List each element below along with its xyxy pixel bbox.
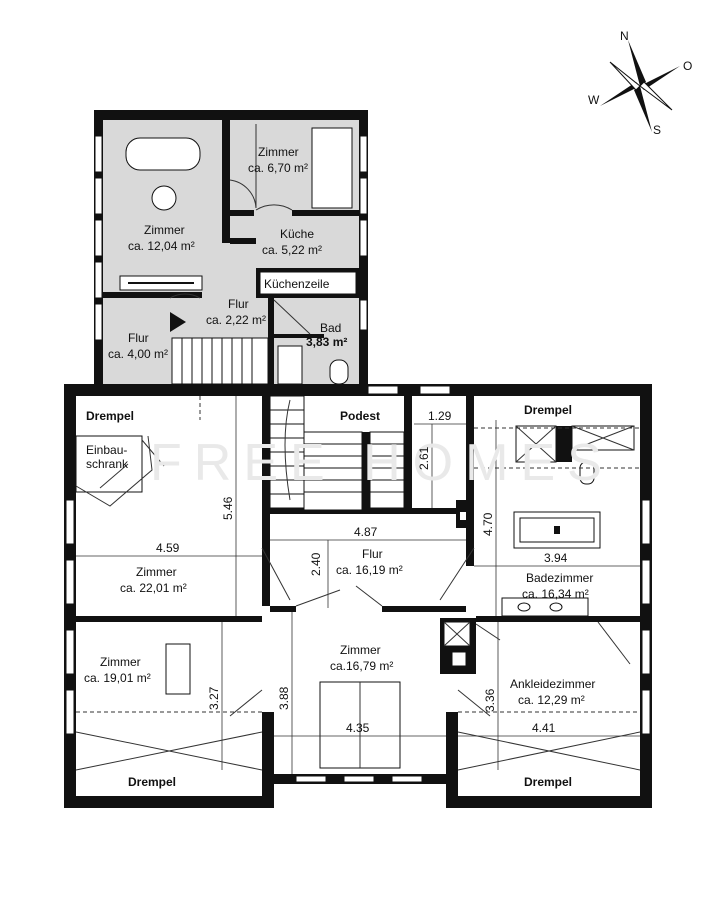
- dim-546: 5.46: [221, 496, 235, 520]
- label-zimmer-1901: Zimmer: [100, 655, 141, 669]
- label-ankleidezimmer-area: ca. 12,29 m²: [518, 693, 585, 707]
- compass-s: S: [653, 123, 661, 137]
- label-zimmer-1901-area: ca. 19,01 m²: [84, 671, 151, 685]
- label-drempel-bl: Drempel: [128, 775, 176, 789]
- dim-441: 4.41: [532, 721, 556, 735]
- upper-section: Zimmer ca. 6,70 m² Zimmer ca. 12,04 m² K…: [94, 110, 368, 386]
- dim-470: 4.70: [481, 512, 495, 536]
- dim-129: 1.29: [428, 409, 452, 423]
- label-badezimmer: Badezimmer: [526, 571, 593, 585]
- main-section: FREE HOMES Drempel Einbau- schrank Podes…: [64, 384, 652, 808]
- staircase: [269, 395, 405, 511]
- dim-261: 2.61: [417, 446, 431, 470]
- label-drempel-tr: Drempel: [524, 403, 572, 417]
- label-kueche: Küche: [280, 227, 314, 241]
- compass-rose: N O S W: [588, 29, 692, 137]
- label-zimmer-small: Zimmer: [258, 145, 299, 159]
- label-flur-small-area: ca. 2,22 m²: [206, 313, 266, 327]
- label-ankleidezimmer: Ankleidezimmer: [510, 677, 595, 691]
- watermark: FREE HOMES: [150, 434, 614, 492]
- dim-388: 3.88: [277, 686, 291, 710]
- label-podest: Podest: [340, 409, 380, 423]
- label-zimmer-2201: Zimmer: [136, 565, 177, 579]
- label-drempel-tl: Drempel: [86, 409, 134, 423]
- label-zimmer-1679-area: ca.16,79 m²: [330, 659, 393, 673]
- label-flur-1619-area: ca. 16,19 m²: [336, 563, 403, 577]
- label-zimmer-big-area: ca. 12,04 m²: [128, 239, 195, 253]
- compass-n: N: [620, 29, 629, 43]
- label-badezimmer-area: ca. 16,34 m²: [522, 587, 589, 601]
- label-bad: Bad: [320, 321, 341, 335]
- dim-336: 3.36: [483, 688, 497, 712]
- label-flur-1619: Flur: [362, 547, 383, 561]
- label-bad-area: 3,83 m²: [306, 335, 347, 349]
- dim-240: 2.40: [309, 552, 323, 576]
- label-flur-left-area: ca. 4,00 m²: [108, 347, 168, 361]
- label-drempel-br: Drempel: [524, 775, 572, 789]
- label-einbau-2: schrank: [86, 457, 129, 471]
- label-kueche-area: ca. 5,22 m²: [262, 243, 322, 257]
- label-zimmer-2201-area: ca. 22,01 m²: [120, 581, 187, 595]
- dim-327: 3.27: [207, 686, 221, 710]
- dim-459: 4.59: [156, 541, 180, 555]
- dim-487: 4.87: [354, 525, 378, 539]
- label-flur-small: Flur: [228, 297, 249, 311]
- label-kuechenzeile: Küchenzeile: [264, 277, 330, 291]
- label-zimmer-1679: Zimmer: [340, 643, 381, 657]
- label-flur-left: Flur: [128, 331, 149, 345]
- compass-w: W: [588, 93, 600, 107]
- label-einbau-1: Einbau-: [86, 443, 127, 457]
- dim-435: 4.35: [346, 721, 370, 735]
- dim-394: 3.94: [544, 551, 568, 565]
- label-zimmer-big: Zimmer: [144, 223, 185, 237]
- compass-o: O: [683, 59, 692, 73]
- label-zimmer-small-area: ca. 6,70 m²: [248, 161, 308, 175]
